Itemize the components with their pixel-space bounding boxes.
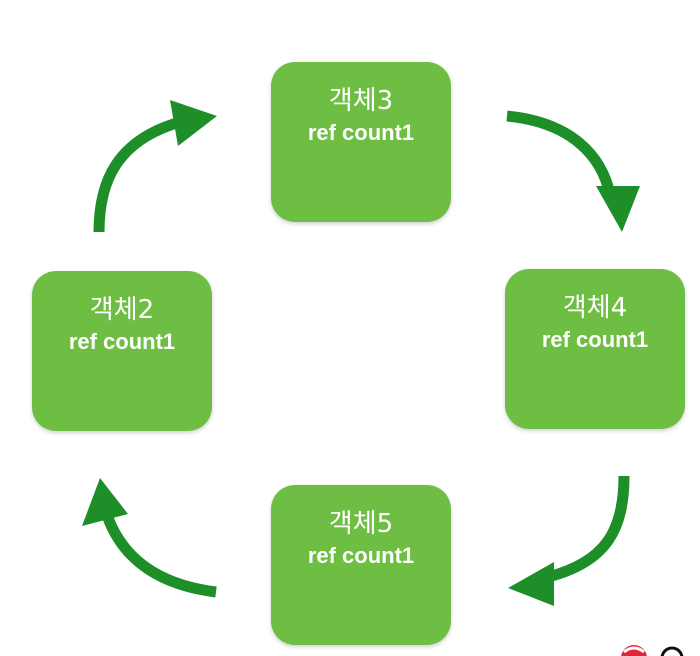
object-4-ref-count: ref count1 [541,327,649,352]
object-2-box: 객체2 ref count1 [32,271,212,431]
arrow-object2-to-object3 [93,100,217,233]
object-2-name: 객체2 [89,295,155,325]
arrow-object5-to-object2 [82,478,217,598]
object-5-ref-count: ref count1 [307,543,415,568]
object-3-ref-count: ref count1 [307,120,415,145]
object-3-box: 객체3 ref count1 [271,62,451,222]
arrow-object3-to-object4 [506,110,640,232]
arrow-object4-to-object5 [508,475,630,606]
object-2-ref-count: ref count1 [68,329,176,354]
object-5-name: 객체5 [328,509,394,539]
object-5-box: 객체5 ref count1 [271,485,451,645]
logo-mark-icon [621,645,684,656]
object-4-name: 객체4 [562,293,628,323]
corner-logo-fragment [614,636,700,656]
object-4-box: 객체4 ref count1 [505,269,685,429]
object-3-name: 객체3 [328,86,394,116]
